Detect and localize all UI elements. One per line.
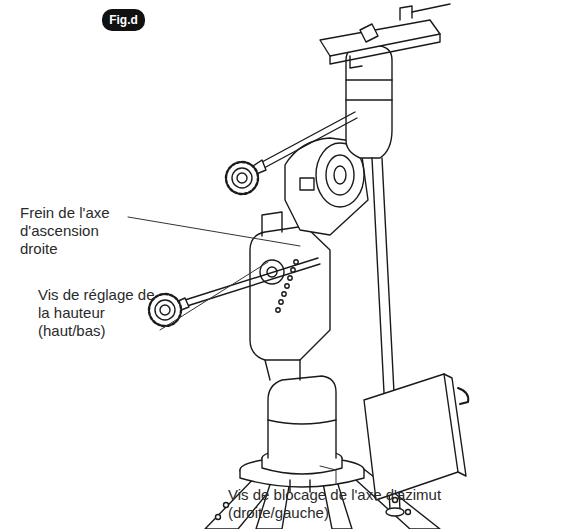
part-label: Vis de blocage de l'axe d'azimut (droite… [228, 486, 478, 522]
part-label: Frein de l'axe d'ascension droite [20, 204, 138, 258]
figure-badge: Fig.d [102, 9, 145, 31]
part-label: Vis de réglage de la hauteur (haut/bas) [38, 286, 160, 340]
figure-label: Fig.d [109, 13, 138, 27]
